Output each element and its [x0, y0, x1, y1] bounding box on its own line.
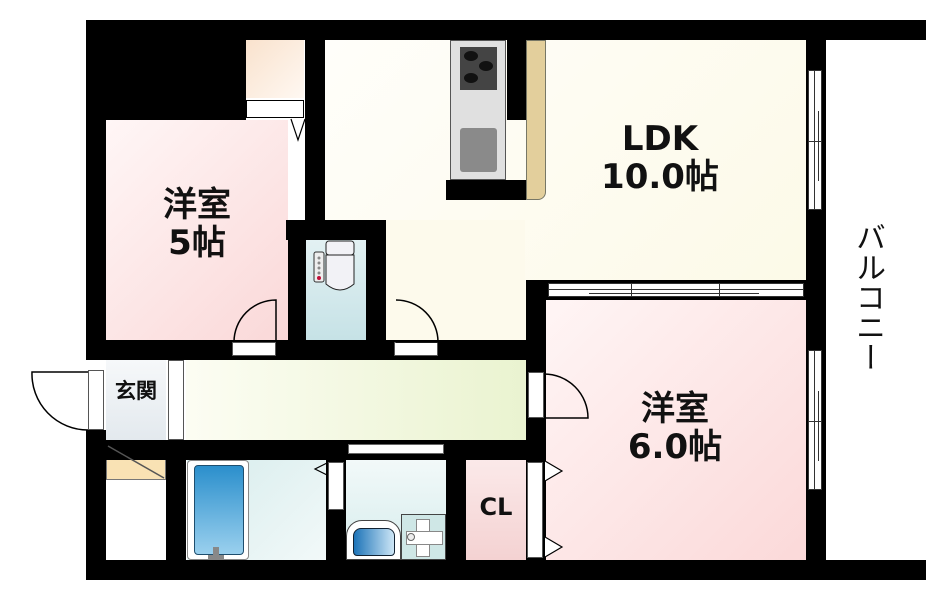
room5-door-swing[interactable]: [232, 298, 278, 344]
ldk-name: LDK: [621, 119, 699, 159]
wall-toilet-right: [366, 220, 386, 360]
bathroom-door-arrow: [313, 462, 328, 476]
kitchen-bar-counter: [526, 40, 546, 200]
room6-window-right: [808, 350, 822, 490]
room6-door-swing[interactable]: [543, 372, 590, 420]
wall-kitchen-bottom: [446, 180, 526, 200]
ldk-window: [808, 70, 822, 210]
closet-floor: [466, 460, 526, 560]
wall-wash-divider: [446, 460, 466, 560]
room6-window-top: [548, 283, 804, 297]
closet-door-arrow-bottom: [544, 536, 564, 558]
room-western-6-size: 6.0帖: [627, 427, 723, 468]
entrance-floor: [106, 360, 166, 440]
room-western-5-name: 洋室: [163, 185, 231, 225]
room-western-5: [106, 120, 288, 342]
room6-door-frame[interactable]: [528, 372, 544, 418]
washroom-window: [348, 444, 444, 454]
room-western-5-size: 5帖: [168, 223, 226, 264]
wall-room1-right: [288, 220, 306, 360]
entrance-label: 玄関: [115, 379, 157, 403]
wall-bath-left: [166, 440, 186, 580]
kitchen-sink-icon: [460, 128, 497, 172]
ldk-door-frame[interactable]: [394, 342, 438, 356]
balcony-label: バルコニー: [850, 222, 885, 372]
wall-storage-right: [305, 20, 325, 220]
closet-label: CL: [479, 493, 513, 521]
ldk-label: LDK 10.0帖: [560, 120, 760, 196]
toilet-icon: [313, 240, 355, 291]
room-western-6: [546, 300, 806, 560]
storage-top: [246, 40, 304, 98]
ldk-door-swing[interactable]: [394, 298, 440, 344]
balcony-top-rail: [826, 20, 926, 40]
bathtub-icon: [187, 460, 249, 560]
hall-entry-door[interactable]: [168, 360, 184, 440]
kitchen-stove-icon: [460, 47, 497, 90]
room-western-6-name: 洋室: [641, 389, 709, 429]
balcony-bottom-rail: [826, 560, 926, 580]
wall-hall-top: [86, 340, 546, 360]
closet-door[interactable]: [527, 462, 543, 558]
room-western-5-label: 洋室 5帖: [106, 186, 288, 262]
room-ldk-lower: [385, 220, 525, 340]
wall-top-left-block: [86, 20, 246, 120]
room-western-6-label: 洋室 6.0帖: [570, 390, 780, 466]
wall-top: [86, 20, 926, 40]
storage-shelf: [246, 100, 304, 118]
bathroom-door[interactable]: [328, 462, 344, 510]
washing-machine-pan-icon: [401, 514, 446, 560]
ldk-size: 10.0帖: [601, 157, 719, 198]
closet-door-arrow-top: [544, 460, 564, 482]
hallway: [186, 360, 526, 440]
wall-kitchen-back: [507, 40, 527, 120]
shoe-cabinet-diagonal: [107, 445, 165, 479]
wall-toilet-top: [286, 220, 386, 240]
storage-door-arrow: [290, 118, 306, 142]
wall-left-lower: [86, 430, 106, 580]
washbasin-icon: [346, 520, 401, 560]
entrance-door-swing[interactable]: [30, 370, 90, 432]
entrance-door-frame[interactable]: [88, 370, 104, 430]
room5-door-frame[interactable]: [232, 342, 276, 356]
wall-bottom: [86, 560, 926, 580]
